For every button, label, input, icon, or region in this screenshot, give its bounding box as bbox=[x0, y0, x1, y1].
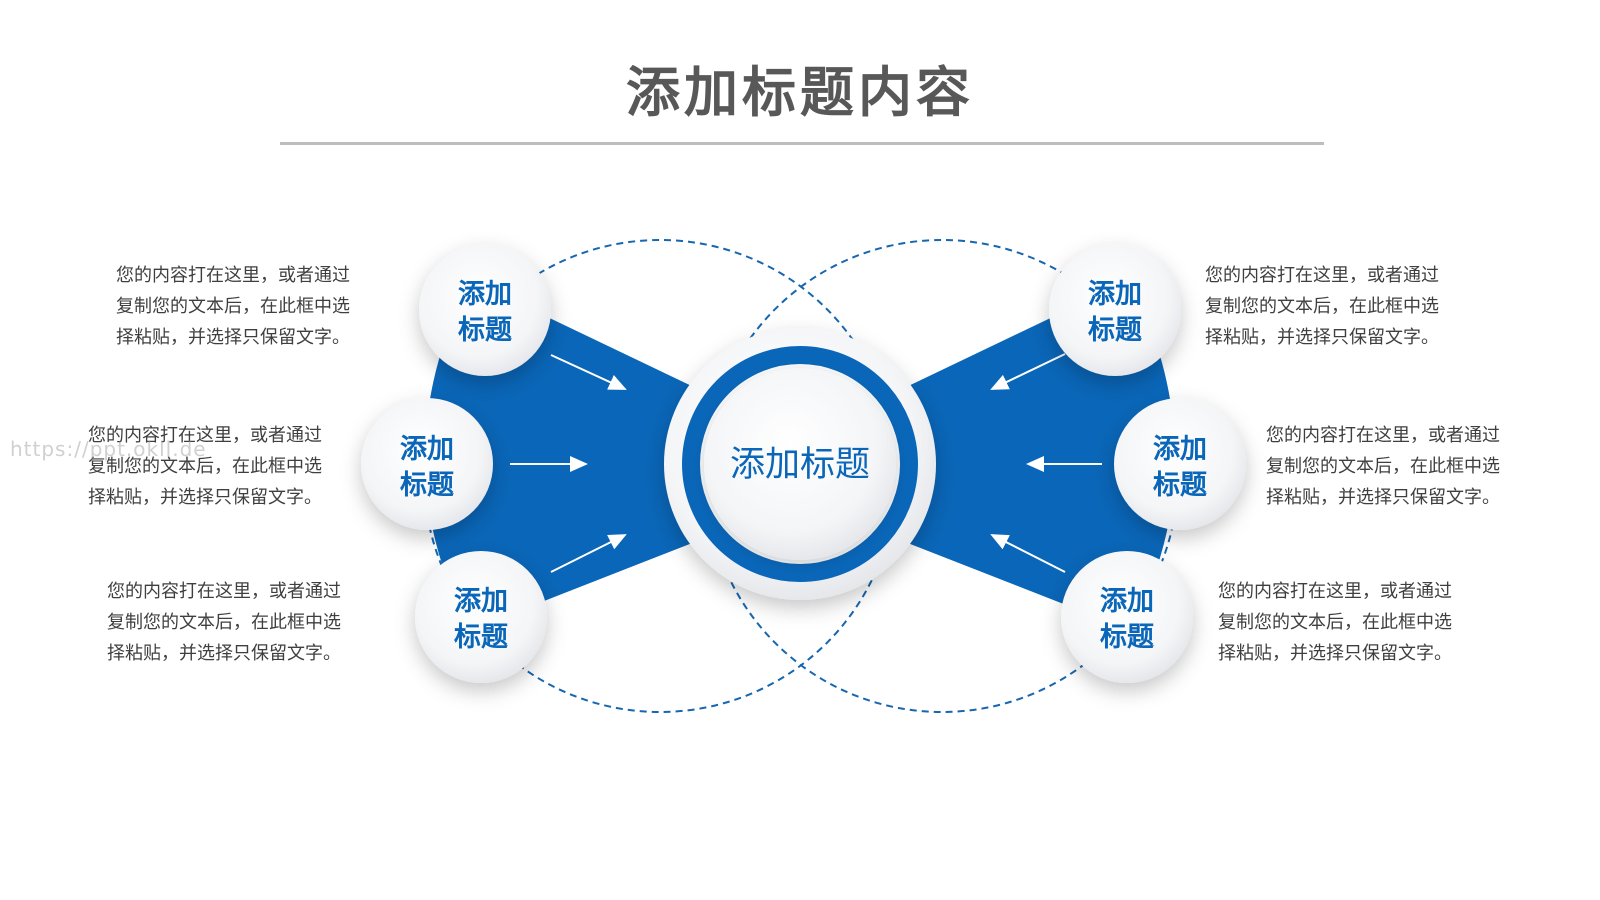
node-label-line2: 标题 bbox=[458, 315, 512, 346]
arrow-right-bottom bbox=[990, 534, 1066, 573]
node-label-line1: 添加 bbox=[1153, 434, 1207, 465]
description-line: 您的内容打在这里，或者通过 bbox=[116, 265, 350, 286]
description-line: 择粘贴，并选择只保留文字。 bbox=[88, 487, 322, 508]
description-line: 您的内容打在这里，或者通过 bbox=[1218, 581, 1452, 602]
arrow-right-top bbox=[990, 353, 1066, 390]
watermark: https://ppt.okll.de bbox=[10, 437, 207, 461]
center-hub-label: 添加标题 bbox=[730, 445, 870, 485]
description-line: 择粘贴，并选择只保留文字。 bbox=[1205, 327, 1439, 348]
node-right-middle: 添加 标题 bbox=[1114, 398, 1246, 530]
node-label-line1: 添加 bbox=[1100, 586, 1154, 617]
node-label-line2: 标题 bbox=[454, 622, 508, 653]
node-label-line2: 标题 bbox=[400, 470, 454, 501]
center-hub-ring bbox=[682, 346, 918, 582]
node-label-line1: 添加 bbox=[454, 586, 508, 617]
description-line: 复制您的文本后，在此框中选 bbox=[1205, 296, 1439, 317]
description-line: 复制您的文本后，在此框中选 bbox=[107, 612, 341, 633]
arrow-left-bottom bbox=[550, 534, 627, 573]
node-right-bottom: 添加 标题 bbox=[1061, 551, 1193, 683]
description-line: 择粘贴，并选择只保留文字。 bbox=[1266, 487, 1500, 508]
node-left-bottom: 添加 标题 bbox=[415, 551, 547, 683]
arrow-left-top bbox=[550, 354, 627, 390]
description-line: 您的内容打在这里，或者通过 bbox=[1266, 425, 1500, 446]
description-line: 复制您的文本后，在此框中选 bbox=[88, 456, 322, 477]
description-line: 择粘贴，并选择只保留文字。 bbox=[107, 643, 341, 664]
description-right-middle: 您的内容打在这里，或者通过 复制您的文本后，在此框中选 择粘贴，并选择只保留文字… bbox=[1266, 420, 1556, 513]
description-right-top: 您的内容打在这里，或者通过 复制您的文本后，在此框中选 择粘贴，并选择只保留文字… bbox=[1205, 260, 1495, 353]
description-left-bottom: 您的内容打在这里，或者通过 复制您的文本后，在此框中选 择粘贴，并选择只保留文字… bbox=[107, 576, 397, 669]
description-line: 复制您的文本后，在此框中选 bbox=[1218, 612, 1452, 633]
node-left-middle: 添加 标题 bbox=[361, 398, 493, 530]
description-left-middle: 您的内容打在这里，或者通过 复制您的文本后，在此框中选 择粘贴，并选择只保留文字… bbox=[88, 420, 378, 513]
description-left-top: 您的内容打在这里，或者通过 复制您的文本后，在此框中选 择粘贴，并选择只保留文字… bbox=[116, 260, 406, 353]
description-line: 您的内容打在这里，或者通过 bbox=[1205, 265, 1439, 286]
node-right-top: 添加 标题 bbox=[1049, 244, 1181, 376]
node-label-line1: 添加 bbox=[1088, 279, 1142, 310]
title-divider bbox=[280, 142, 1324, 145]
node-left-top: 添加 标题 bbox=[419, 244, 551, 376]
center-hub-inner bbox=[704, 368, 896, 560]
description-line: 择粘贴，并选择只保留文字。 bbox=[1218, 643, 1452, 664]
page-title: 添加标题内容 bbox=[626, 61, 974, 124]
description-line: 您的内容打在这里，或者通过 bbox=[107, 581, 341, 602]
node-label-line1: 添加 bbox=[400, 434, 454, 465]
node-label-line1: 添加 bbox=[458, 279, 512, 310]
node-label-line2: 标题 bbox=[1088, 315, 1142, 346]
description-line: 择粘贴，并选择只保留文字。 bbox=[116, 327, 350, 348]
node-label-line2: 标题 bbox=[1100, 622, 1154, 653]
description-line: 您的内容打在这里，或者通过 bbox=[88, 425, 322, 446]
description-line: 复制您的文本后，在此框中选 bbox=[116, 296, 350, 317]
description-right-bottom: 您的内容打在这里，或者通过 复制您的文本后，在此框中选 择粘贴，并选择只保留文字… bbox=[1218, 576, 1508, 669]
description-line: 复制您的文本后，在此框中选 bbox=[1266, 456, 1500, 477]
node-label-line2: 标题 bbox=[1153, 470, 1207, 501]
